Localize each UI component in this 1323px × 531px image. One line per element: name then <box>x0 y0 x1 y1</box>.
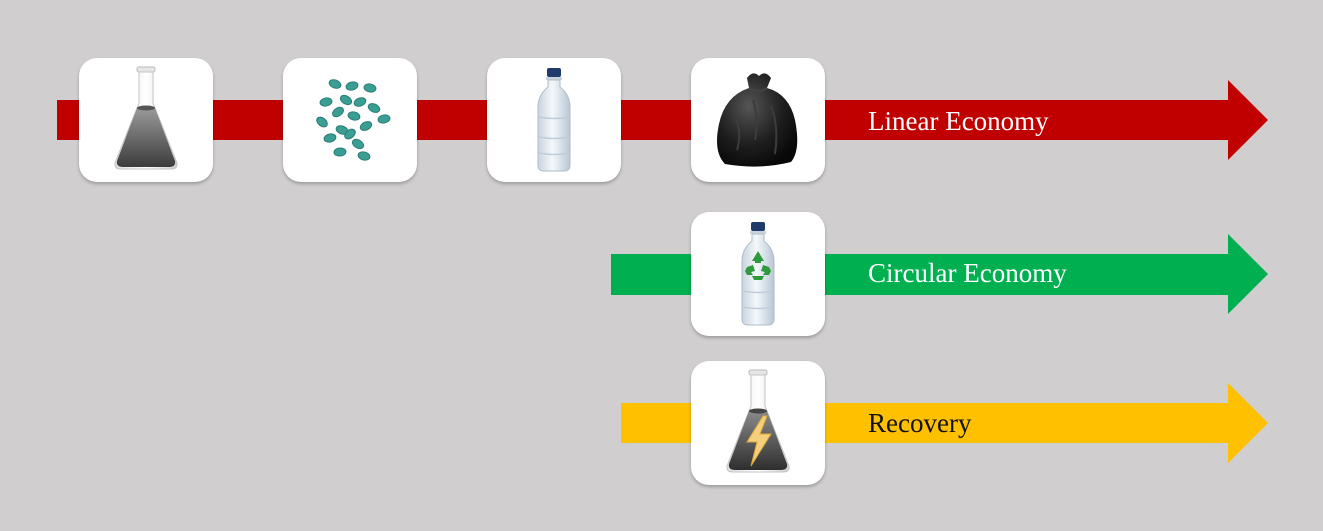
recycled-bottle-icon <box>741 222 775 326</box>
energy-flask-tile <box>691 361 825 485</box>
trash-bag-icon <box>717 73 798 167</box>
bottle-icon <box>537 68 571 172</box>
recycle-icon <box>745 251 771 280</box>
pellets-icon <box>316 79 391 161</box>
flask-tile <box>79 58 213 182</box>
trash-bag-tile <box>691 58 825 182</box>
circular-economy-label: Circular Economy <box>868 258 1067 288</box>
bottle-tile <box>487 58 621 182</box>
recovery-label: Recovery <box>868 408 972 438</box>
flask-icon <box>114 66 178 170</box>
lightning-bolt-icon <box>746 415 772 467</box>
recycled-bottle-tile <box>691 212 825 336</box>
energy-flask-icon <box>726 369 790 473</box>
pellets-tile <box>283 58 417 182</box>
linear-economy-label: Linear Economy <box>868 106 1049 136</box>
